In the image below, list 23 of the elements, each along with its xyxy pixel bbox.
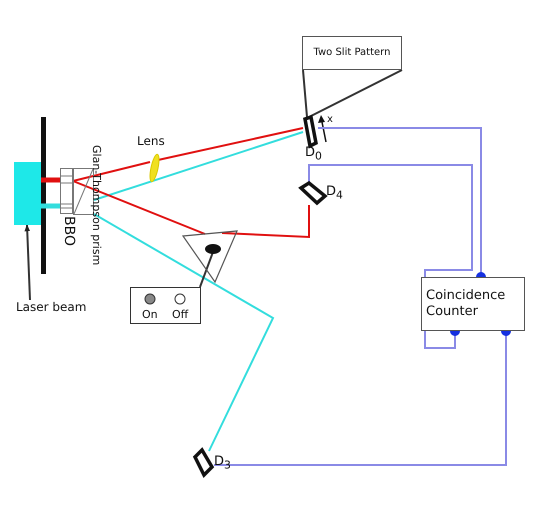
- component-label: D$_{4}$: [326, 184, 343, 202]
- switch-label: On: [142, 308, 158, 321]
- switch-panel: [130, 287, 201, 324]
- leader-arrow: [24, 224, 31, 300]
- counter-box: Coincidence Counter: [421, 277, 525, 331]
- light-beam: [72, 180, 206, 235]
- light-beam: [158, 127, 304, 161]
- light-beam: [41, 204, 60, 208]
- axis-label: x: [327, 114, 333, 125]
- component-label: D$_{3}$: [214, 454, 231, 472]
- pattern-box: Two Slit Pattern: [302, 36, 402, 70]
- light-beam: [72, 161, 150, 182]
- light-beam: [94, 131, 304, 201]
- rotated-label: BBO: [61, 216, 77, 246]
- light-beam: [222, 205, 310, 238]
- leader-line: [199, 252, 214, 288]
- leader-line: [302, 69, 403, 118]
- light-beam: [41, 178, 60, 182]
- switch-label: Off: [172, 308, 188, 321]
- rotated-label: Glan-Thompson prism: [90, 145, 103, 266]
- light-beam: [94, 213, 274, 452]
- callout-text: Laser beam: [16, 300, 90, 317]
- component-label: Lens: [137, 134, 165, 148]
